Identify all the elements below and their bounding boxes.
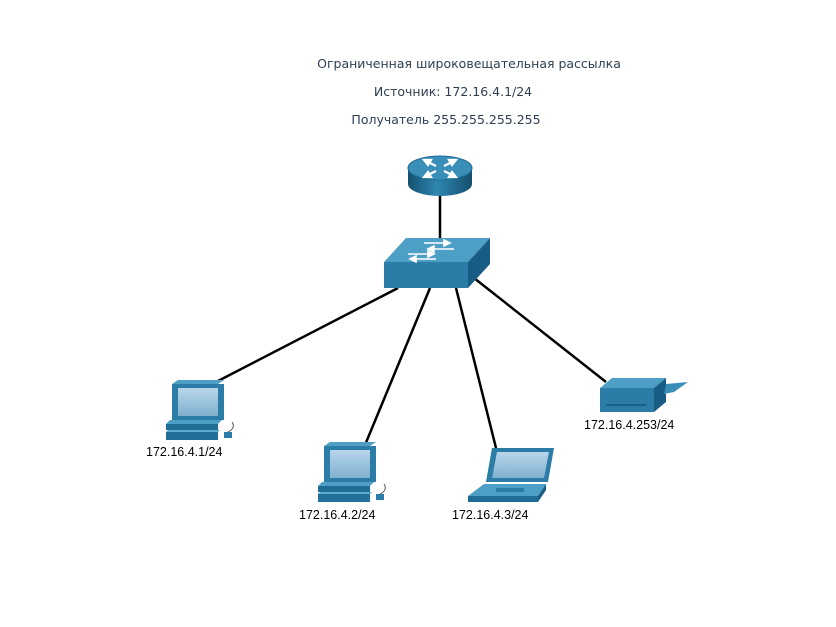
desktop-pc-icon-1[interactable] xyxy=(166,380,234,440)
desktop-pc-icon-2[interactable] xyxy=(318,442,386,502)
destination-label: Получатель 255.255.255.255 xyxy=(351,112,541,127)
switch-icon[interactable] xyxy=(384,238,490,288)
link-switch-pc1 xyxy=(217,286,399,383)
pc1-ip-label: 172.16.4.1/24 xyxy=(146,445,223,459)
laptop-icon[interactable] xyxy=(468,448,554,502)
printer-ip-label: 172.16.4.253/24 xyxy=(584,418,675,432)
link-switch-pc2 xyxy=(363,287,432,446)
diagram-title: Ограниченная широковещательная рассылка xyxy=(317,56,621,71)
printer-icon[interactable] xyxy=(600,378,688,412)
source-label: Источник: 172.16.4.1/24 xyxy=(373,84,533,99)
router-icon[interactable] xyxy=(407,155,473,196)
laptop-ip-label: 172.16.4.3/24 xyxy=(452,508,529,522)
link-switch-laptop xyxy=(454,287,498,449)
network-links xyxy=(217,196,607,449)
link-switch-printer xyxy=(473,277,607,383)
pc2-ip-label: 172.16.4.2/24 xyxy=(299,508,376,522)
